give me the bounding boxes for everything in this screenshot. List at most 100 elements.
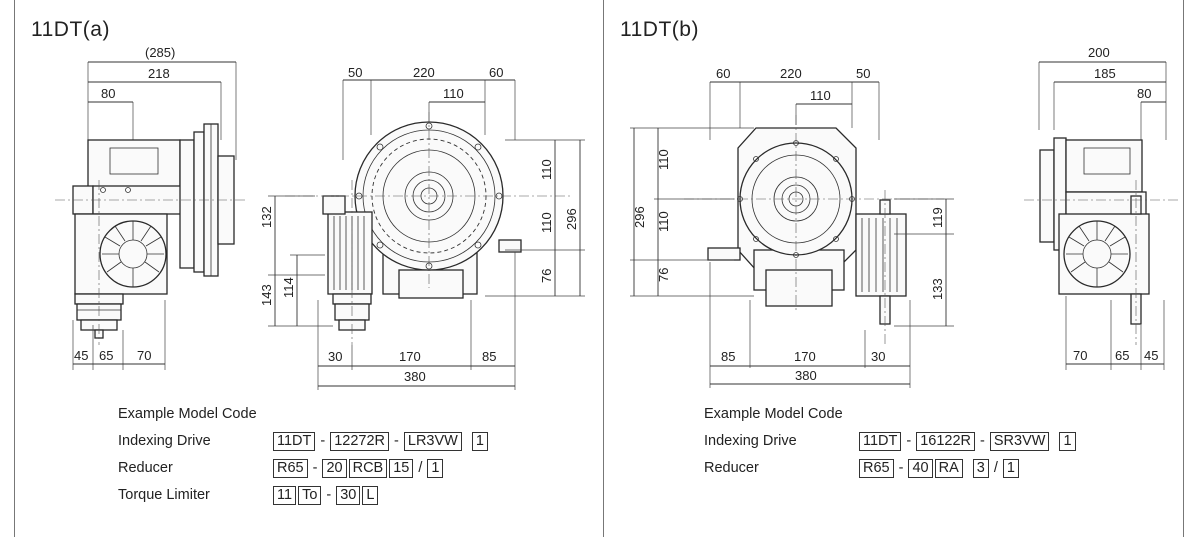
dim-200: 200: [1088, 45, 1110, 60]
dim-85: 85: [721, 349, 735, 364]
dim-285: (285): [145, 45, 175, 60]
model-code-title: Example Model Code: [118, 406, 257, 422]
code-box: 11DT: [273, 432, 316, 451]
dim-45: 45: [74, 348, 88, 363]
code-box: RA: [934, 459, 963, 478]
panel-11dt-b: 11DT(b) 60 220 50 110: [604, 0, 1184, 537]
dim-76: 76: [539, 269, 554, 283]
dim-114: 114: [281, 277, 296, 298]
code-sep: -: [320, 433, 326, 449]
dim-45: 45: [1144, 348, 1158, 363]
dim-60: 60: [489, 65, 503, 80]
dim-185: 185: [1094, 66, 1116, 81]
dim-132: 132: [259, 206, 274, 228]
dim-60: 60: [716, 66, 730, 81]
code-box: 11DT: [859, 432, 902, 451]
drawing-11dt-a: (285) 218 80: [55, 45, 585, 390]
dim-110-r1: 110: [539, 159, 554, 180]
code-box: L: [362, 486, 379, 505]
dim-70: 70: [137, 348, 151, 363]
code-sep: -: [898, 460, 904, 476]
model-code-block: Example Model Code Indexing Drive 11DT-1…: [704, 403, 1164, 503]
code-box: 20: [322, 459, 347, 478]
side-view-a: (285) 218 80: [55, 45, 247, 370]
dim-50: 50: [856, 66, 870, 81]
panel-title: 11DT(a): [31, 18, 110, 41]
code-sep: -: [980, 433, 985, 449]
dim-85: 85: [482, 349, 496, 364]
code-sep: -: [312, 460, 318, 476]
dim-76: 76: [656, 268, 671, 282]
dim-380: 380: [795, 368, 817, 383]
dim-110-l1: 110: [656, 149, 671, 170]
code-label: Indexing Drive: [704, 433, 797, 449]
code-sep: /: [993, 460, 998, 476]
code-label: Torque Limiter: [118, 487, 210, 503]
dim-65: 65: [99, 348, 113, 363]
code-row-indexing-drive: Indexing Drive 11DT-12272R-LR3VW 1: [118, 430, 578, 452]
dim-110: 110: [810, 88, 831, 103]
code-box: 40: [908, 459, 933, 478]
code-sep: /: [418, 460, 423, 476]
code-box: RCB: [348, 459, 388, 478]
dim-380: 380: [404, 369, 426, 384]
code-box: 12272R: [330, 432, 390, 451]
code-sep: -: [906, 433, 912, 449]
code-row-indexing-drive: Indexing Drive 11DT-16122R-SR3VW 1: [704, 430, 1164, 452]
code-box: 1: [1002, 459, 1019, 478]
code-parts: 11DT-12272R-LR3VW 1: [273, 430, 490, 452]
code-box: 3: [972, 459, 989, 478]
code-box: 15: [389, 459, 414, 478]
code-box: LR3VW: [403, 432, 462, 451]
code-label: Reducer: [704, 460, 759, 476]
dim-119: 119: [930, 207, 945, 228]
dim-110-r2: 110: [539, 212, 554, 233]
front-view-b: 60 220 50 110: [630, 66, 954, 388]
model-code-block: Example Model Code Indexing Drive 11DT-1…: [118, 403, 578, 533]
code-label: Reducer: [118, 460, 173, 476]
dim-65: 65: [1115, 348, 1129, 363]
panel-title: 11DT(b): [620, 18, 699, 41]
dim-220: 220: [413, 65, 435, 80]
code-box: 16122R: [916, 432, 976, 451]
code-sep: -: [394, 433, 399, 449]
panel-11dt-a: 11DT(a) (285) 218 80: [14, 0, 604, 537]
dim-170: 170: [399, 349, 421, 364]
dim-296: 296: [632, 206, 647, 228]
model-code-title: Example Model Code: [704, 406, 843, 422]
code-box: 1: [427, 459, 444, 478]
dim-80: 80: [1137, 86, 1151, 101]
code-parts: 11DT-16122R-SR3VW 1: [859, 430, 1078, 452]
dim-218: 218: [148, 66, 170, 81]
dim-30: 30: [871, 349, 885, 364]
drawing-11dt-b: 60 220 50 110: [630, 45, 1179, 388]
side-view-b: 200 185 80 70 65 45: [1024, 45, 1179, 370]
dim-30: 30: [328, 349, 342, 364]
code-box: R65: [859, 459, 894, 478]
dim-143: 143: [259, 284, 274, 306]
dim-220: 220: [780, 66, 802, 81]
dim-296: 296: [564, 208, 579, 230]
code-box: 30: [336, 486, 361, 505]
dim-133: 133: [930, 278, 945, 300]
dim-50: 50: [348, 65, 362, 80]
dim-70: 70: [1073, 348, 1087, 363]
dim-110-l2: 110: [656, 211, 671, 232]
code-box: 1: [1059, 432, 1076, 451]
code-box: 11: [273, 486, 297, 505]
dim-80: 80: [101, 86, 115, 101]
code-label: Indexing Drive: [118, 433, 211, 449]
code-box: SR3VW: [989, 432, 1050, 451]
code-box: R65: [273, 459, 308, 478]
code-box: 1: [471, 432, 488, 451]
front-view-a: 50 220 60 110: [259, 65, 585, 390]
code-box: To: [298, 486, 322, 505]
code-sep: -: [326, 487, 332, 503]
dim-110: 110: [443, 86, 464, 101]
